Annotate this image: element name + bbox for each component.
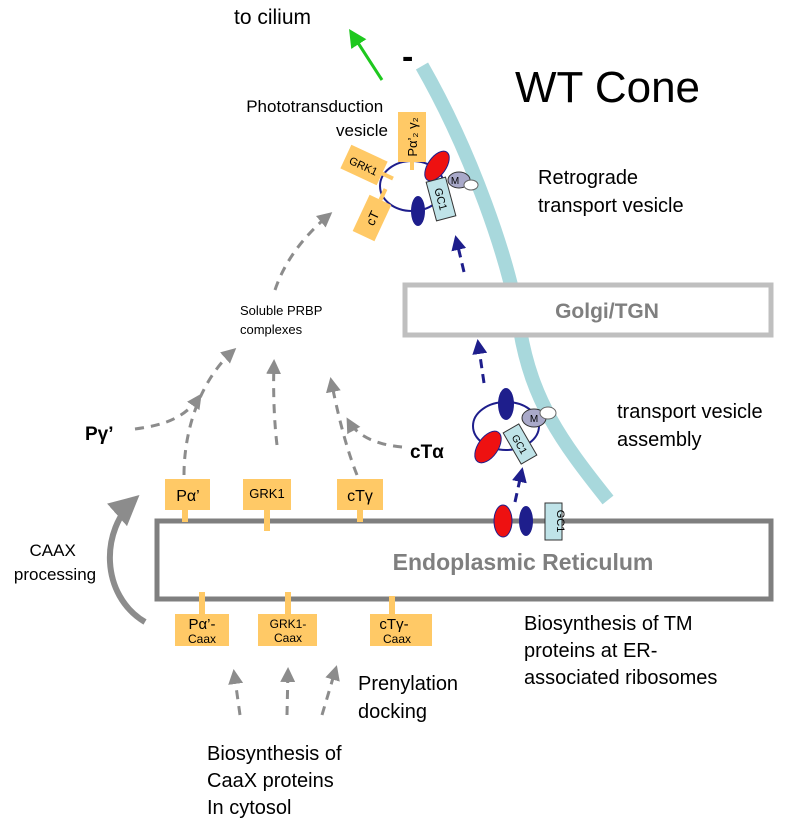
er-to-assembly-arrow <box>512 467 527 503</box>
er-bottom-protein-ct-gamma-caax: cTγ- Caax <box>370 596 432 646</box>
svg-text:cTγ: cTγ <box>347 488 373 505</box>
svg-text:Caax: Caax <box>274 631 302 645</box>
grk1-protein: GRK1 <box>340 144 394 186</box>
svg-text:Pα’₂ γ₂: Pα’₂ γ₂ <box>405 117 420 156</box>
ct-alpha-label: cTα <box>410 442 444 463</box>
svg-text:Caax: Caax <box>383 632 411 646</box>
svg-text:GC1: GC1 <box>554 510 566 533</box>
p-gamma-label: Pγ’ <box>85 424 114 445</box>
svg-text:Caax: Caax <box>188 632 216 646</box>
prenylation-arrow-1 <box>228 669 244 716</box>
opsin-red <box>424 150 450 182</box>
biosynthesis-caax-label: Biosynthesis of CaaX proteins In cytosol <box>207 743 347 819</box>
gc1-protein: GC1 <box>425 176 457 222</box>
phototransduction-vesicle-label: Phototransduction vesicle <box>246 97 388 140</box>
er-bottom-protein-pa-caax: Pα’- Caax <box>175 592 229 646</box>
to-cilium-arrow <box>349 28 384 81</box>
caax-processing-arrow <box>106 495 147 625</box>
gc1-protein: GC1 <box>502 423 538 465</box>
opsin-navy <box>519 506 533 536</box>
svg-text:cT: cT <box>363 208 383 227</box>
soluble-prbp-label: Soluble PRBP complexes <box>240 303 326 337</box>
opsin-navy <box>411 196 425 226</box>
er-label: Endoplasmic Reticulum <box>393 549 654 575</box>
er-membrane-tm-proteins: GC1 <box>493 502 566 541</box>
minus-end-sign: - <box>402 38 413 76</box>
m-protein: M <box>521 406 557 428</box>
pa-to-soluble-arrow <box>182 348 237 476</box>
golgi-to-vesicle-arrow <box>451 235 467 273</box>
ct-protein: cT <box>352 188 392 242</box>
diagram-title: WT Cone <box>515 63 700 112</box>
phototransduction-vesicle: Pα’₂ γ₂ GRK1 cT M GC1 <box>340 112 479 242</box>
ct-gamma-to-soluble-arrow <box>325 377 359 476</box>
p-gamma-to-soluble-arrow <box>134 393 202 431</box>
biosynthesis-tm-label: Biosynthesis of TM proteins at ER- assoc… <box>524 613 717 689</box>
prenylation-label: Prenylation docking <box>358 673 464 723</box>
grk1-to-soluble-arrow <box>266 359 282 446</box>
svg-text:GRK1-: GRK1- <box>270 617 307 631</box>
retrograde-vesicle-label: Retrograde transport vesicle <box>538 167 684 217</box>
svg-text:Pα’-: Pα’- <box>188 616 215 633</box>
m-protein: M <box>447 171 479 191</box>
to-cilium-label: to cilium <box>234 6 311 29</box>
soluble-to-vesicle-arrow <box>273 212 333 291</box>
er-top-protein-grk1: GRK1 <box>243 479 291 531</box>
svg-text:GC1: GC1 <box>431 187 448 212</box>
golgi-box <box>402 282 774 338</box>
opsin-navy <box>498 388 514 420</box>
golgi-label: Golgi/TGN <box>555 300 659 323</box>
transport-vesicle: M GC1 <box>472 388 557 465</box>
svg-text:Pα’: Pα’ <box>176 488 199 505</box>
opsin-red <box>493 504 513 538</box>
prenylation-arrow-3 <box>320 665 340 716</box>
svg-text:cTγ-: cTγ- <box>379 616 408 633</box>
prenylation-arrow-2 <box>280 667 296 716</box>
assembly-to-golgi-arrow <box>472 339 488 384</box>
transport-assembly-label: transport vesicle assembly <box>617 401 768 451</box>
svg-text:M: M <box>530 414 538 425</box>
svg-text:GRK1: GRK1 <box>249 486 284 501</box>
grey-dashed-arrows <box>134 212 403 716</box>
gc1-protein: GC1 <box>544 502 566 541</box>
er-bottom-protein-grk1-caax: GRK1- Caax <box>258 592 317 646</box>
er-top-protein-pa: Pα’ <box>165 479 210 522</box>
caax-processing-label: CAAX processing <box>14 541 96 584</box>
ct-alpha-to-soluble-arrow <box>346 417 403 449</box>
er-top-protein-ct-gamma: cTγ <box>337 479 383 522</box>
er-box <box>154 518 774 602</box>
opsin-red <box>474 430 502 464</box>
svg-text:M: M <box>451 176 459 187</box>
pa-gamma-protein: Pα’₂ γ₂ <box>398 112 426 170</box>
